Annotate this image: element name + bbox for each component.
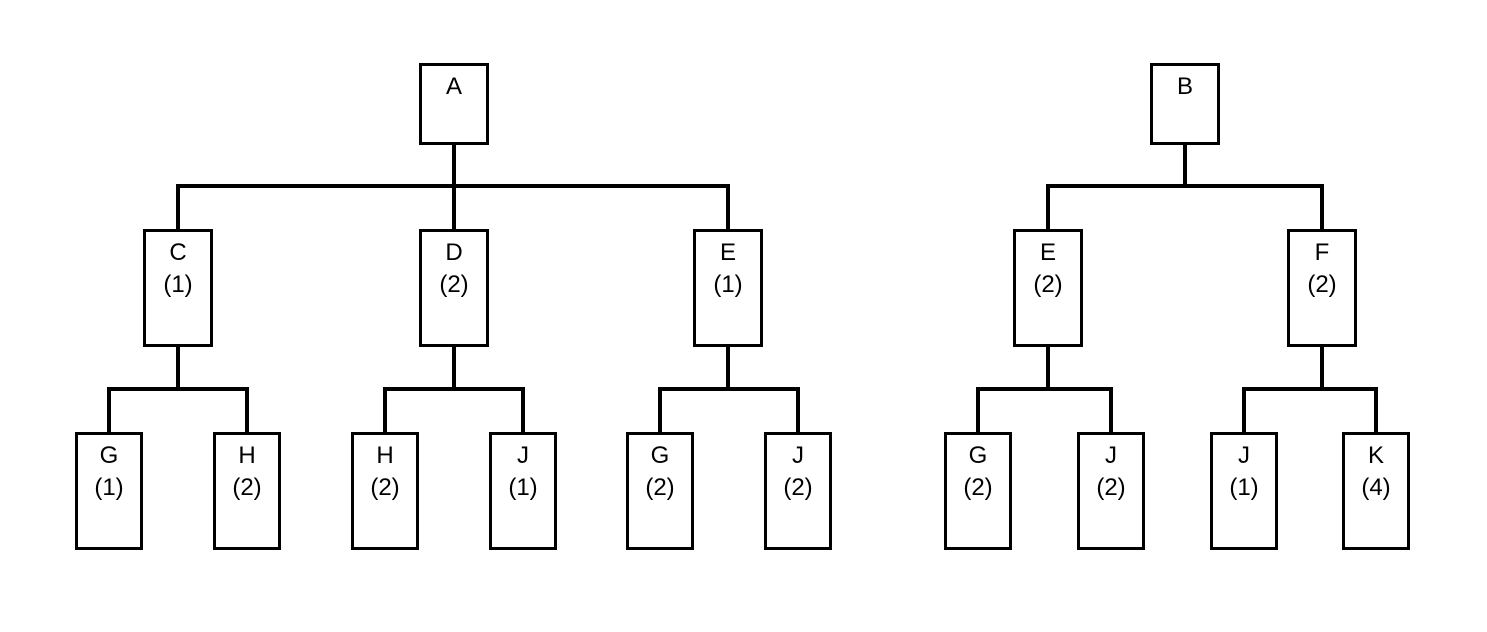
edge-t2-drop-f-j xyxy=(1242,387,1246,432)
node-label: A xyxy=(445,73,462,100)
edge-t1-drop-c xyxy=(176,184,180,229)
edge-t1-drop-e-j xyxy=(796,387,800,432)
node-value: (2) xyxy=(963,474,993,501)
node-t2-b: B xyxy=(1150,63,1220,145)
node-label: K xyxy=(1367,442,1384,469)
node-value: (4) xyxy=(1361,474,1391,501)
edge-t1-d-stem xyxy=(452,346,456,389)
node-label: H xyxy=(376,442,394,469)
node-t1-e-j: J (2) xyxy=(764,432,832,550)
node-value: (2) xyxy=(370,474,400,501)
node-value: (2) xyxy=(1307,271,1337,298)
node-t2-e-g: G (2) xyxy=(944,432,1012,550)
edge-t2-drop-e xyxy=(1046,184,1050,229)
edge-t1-c-hbar xyxy=(107,387,249,391)
edge-t2-level1-hbar xyxy=(1046,184,1324,188)
node-label: B xyxy=(1176,73,1193,100)
edge-t2-drop-f xyxy=(1320,184,1324,229)
edge-t1-drop-d-h xyxy=(383,387,387,432)
node-value: (1) xyxy=(508,474,538,501)
node-label: G xyxy=(650,442,670,469)
node-value: (1) xyxy=(94,474,124,501)
node-t2-f-j: J (1) xyxy=(1210,432,1278,550)
node-t2-e: E (2) xyxy=(1013,229,1083,347)
node-t1-a: A xyxy=(419,63,489,145)
node-t1-c: C (1) xyxy=(143,229,213,347)
edge-t1-d-hbar xyxy=(383,387,525,391)
node-label: D xyxy=(445,239,463,266)
edge-t2-e-hbar xyxy=(976,387,1113,391)
edge-t1-c-stem xyxy=(176,346,180,389)
edge-t1-drop-d xyxy=(452,184,456,229)
node-label: E xyxy=(719,239,736,266)
node-label: J xyxy=(1105,442,1117,469)
edge-t2-f-stem xyxy=(1320,346,1324,389)
edge-t1-a-stem xyxy=(452,144,456,188)
edge-t2-b-stem xyxy=(1183,144,1187,188)
edge-t1-drop-e-g xyxy=(658,387,662,432)
node-value: (1) xyxy=(713,271,743,298)
edge-t1-drop-e xyxy=(726,184,730,229)
edge-t2-drop-e-j xyxy=(1109,387,1113,432)
edge-t1-drop-d-j xyxy=(521,387,525,432)
node-label: E xyxy=(1039,239,1056,266)
node-label: F xyxy=(1314,239,1330,266)
node-t2-e-j: J (2) xyxy=(1077,432,1145,550)
node-label: J xyxy=(517,442,529,469)
node-t1-d-h: H (2) xyxy=(351,432,419,550)
edge-t1-drop-c-g xyxy=(107,387,111,432)
node-label: J xyxy=(1238,442,1250,469)
edge-t2-drop-e-g xyxy=(976,387,980,432)
node-value: (2) xyxy=(1033,271,1063,298)
node-label: G xyxy=(99,442,119,469)
edge-t2-e-stem xyxy=(1046,346,1050,389)
edge-t1-e-hbar xyxy=(658,387,800,391)
node-t1-c-h: H (2) xyxy=(213,432,281,550)
node-value: (2) xyxy=(232,474,262,501)
node-value: (1) xyxy=(163,271,193,298)
node-value: (2) xyxy=(645,474,675,501)
node-value: (1) xyxy=(1229,474,1259,501)
node-value: (2) xyxy=(439,271,469,298)
edge-t2-f-hbar xyxy=(1242,387,1378,391)
node-t1-e: E (1) xyxy=(693,229,763,347)
edge-t2-drop-f-k xyxy=(1374,387,1378,432)
node-value: (2) xyxy=(783,474,813,501)
edge-t1-e-stem xyxy=(726,346,730,389)
node-t1-d: D (2) xyxy=(419,229,489,347)
node-t2-f: F (2) xyxy=(1287,229,1357,347)
node-label: G xyxy=(968,442,988,469)
node-t1-e-g: G (2) xyxy=(626,432,694,550)
node-t1-c-g: G (1) xyxy=(75,432,143,550)
node-value: (2) xyxy=(1096,474,1126,501)
node-label: C xyxy=(169,239,187,266)
node-label: J xyxy=(792,442,804,469)
node-t2-f-k: K (4) xyxy=(1342,432,1410,550)
edge-t1-drop-c-h xyxy=(245,387,249,432)
node-t1-d-j: J (1) xyxy=(489,432,557,550)
node-label: H xyxy=(238,442,256,469)
